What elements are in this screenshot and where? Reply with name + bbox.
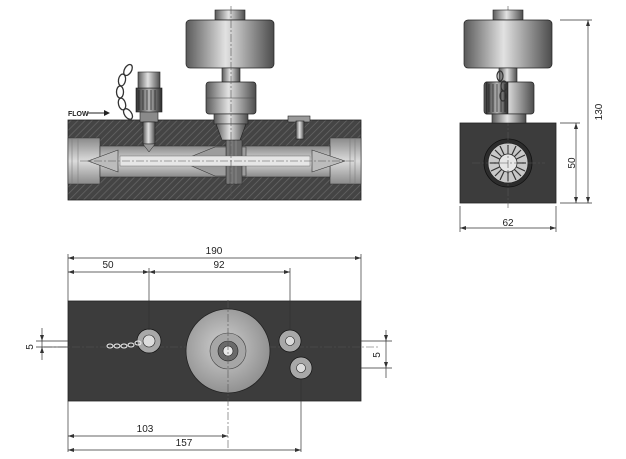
dim-157: 157 [176, 438, 193, 449]
dim-5-right: 5 [372, 352, 383, 358]
handwheel-actuator [185, 6, 275, 200]
dim-130: 130 [594, 103, 605, 120]
dim-50-side: 50 [567, 157, 578, 169]
front-section-view: FLOW [67, 6, 362, 201]
vent-plug [287, 115, 311, 140]
dim-62: 62 [502, 218, 514, 229]
dim-103: 103 [137, 424, 154, 435]
dim-190: 190 [206, 246, 223, 257]
dim-92: 92 [213, 260, 225, 271]
top-view: 190 50 92 103 157 5 5 [25, 246, 392, 452]
test-point-fitting [135, 71, 163, 153]
side-view: 130 50 62 [459, 6, 605, 232]
chain [115, 63, 134, 120]
flow-label: FLOW [68, 111, 89, 118]
dim-5-left: 5 [25, 344, 36, 350]
dim-50-top: 50 [102, 260, 114, 271]
